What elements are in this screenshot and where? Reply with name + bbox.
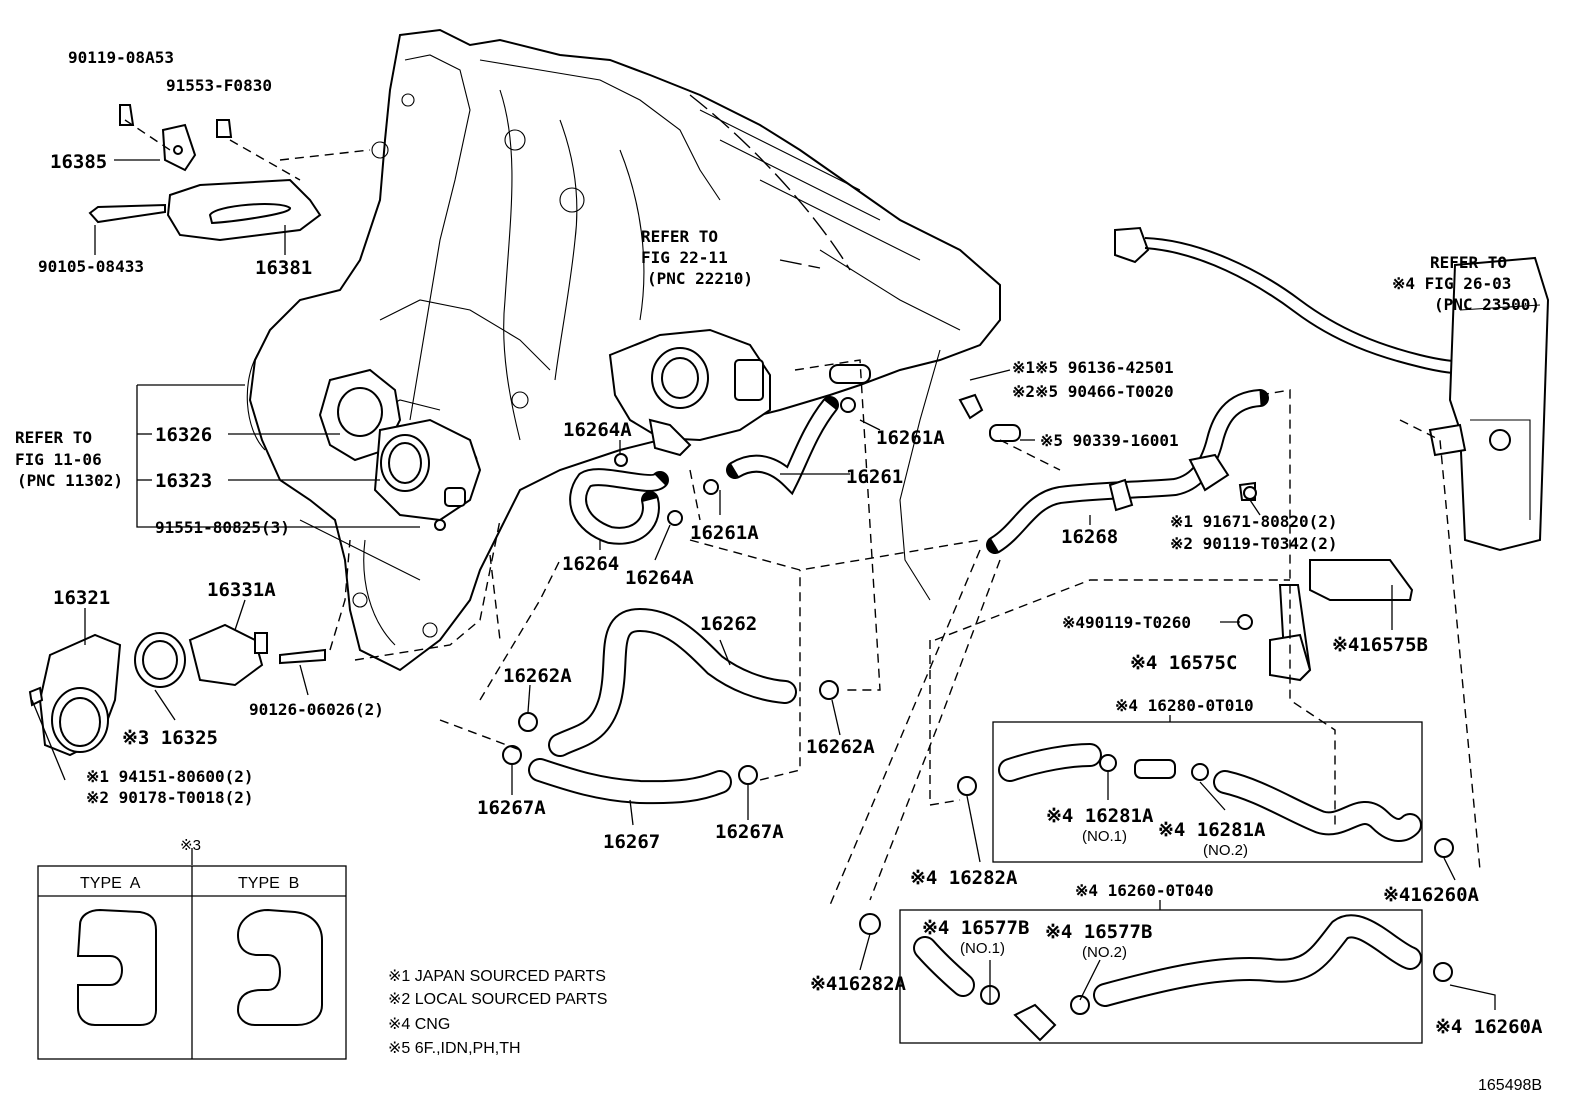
label-16575b: ※416575B (1332, 634, 1428, 656)
label-90339-16001: ※5 90339-16001 (1040, 431, 1179, 450)
label-16282a-bottom: ※416282A (810, 973, 907, 995)
label-90119-08a53: 90119-08A53 (68, 48, 174, 67)
label-16281a-no2-sub: (NO.2) (1203, 842, 1248, 859)
note-4: ※4 CNG (388, 1016, 450, 1033)
type-table-header: ※3 (180, 837, 201, 854)
note-1: ※1 JAPAN SOURCED PARTS (388, 968, 606, 985)
label-16325: ※3 16325 (122, 727, 218, 749)
label-16260a-top: ※416260A (1383, 884, 1480, 906)
ref-26-03-line2: ※4 FIG 26-03 (1392, 274, 1511, 293)
label-16575c: ※4 16575C (1130, 652, 1237, 674)
clamp-16282a-top (957, 776, 977, 796)
label-16261: 16261 (846, 466, 903, 488)
ref-11-06-line3: (PNC 11302) (17, 471, 123, 490)
relationship-lines (124, 119, 1481, 906)
clamp-16282a-bottom (859, 913, 881, 935)
label-16281a-no1-sub: (NO.1) (1082, 828, 1127, 845)
kit-16280-box (992, 721, 1423, 863)
label-16267a-right: 16267A (715, 821, 784, 843)
ref-26-03-line1: REFER TO (1430, 253, 1507, 272)
ref-22-11-line3: (PNC 22210) (647, 269, 753, 288)
label-16267a-left: 16267A (477, 797, 546, 819)
label-96136-42501: ※1※5 96136-42501 (1012, 358, 1174, 377)
label-16261a-bottom: 16261A (690, 522, 759, 544)
thermostat-drawing (28, 623, 326, 757)
label-91553-f0830: 91553-F0830 (166, 76, 272, 95)
hose-16262-drawing (502, 607, 839, 805)
label-16264: 16264 (562, 553, 619, 575)
label-90119-t0342: ※2 90119-T0342(2) (1170, 534, 1338, 553)
label-16385: 16385 (50, 151, 107, 173)
label-16262: 16262 (700, 613, 757, 635)
label-16262a-left: 16262A (503, 665, 572, 687)
label-90126-06026: 90126-06026(2) (249, 700, 384, 719)
type-b-label: TYPE B (238, 875, 299, 892)
label-16577b-no1-sub: (NO.1) (960, 940, 1005, 957)
label-90178-t0018: ※2 90178-T0018(2) (86, 788, 254, 807)
label-16381: 16381 (255, 257, 312, 279)
bracket-16575-drawing (1237, 486, 1414, 682)
ref-11-06-line1: REFER TO (15, 428, 92, 447)
clamp-16260a-top (1434, 838, 1454, 858)
ref-11-06-line2: FIG 11-06 (15, 450, 102, 469)
type-table-text: ※3 TYPE A TYPE B (80, 837, 299, 892)
ref-26-03-line3: (PNC 23500) (1434, 295, 1540, 314)
label-16261a-top: 16261A (876, 427, 945, 449)
label-16260-0t040: ※4 16260-0T040 (1075, 881, 1214, 900)
label-16264a-top: 16264A (563, 419, 632, 441)
ref-22-11-line1: REFER TO (641, 227, 718, 246)
bracket-drawing (88, 104, 322, 242)
label-91551-80825: 91551-80825(3) (155, 518, 290, 537)
label-16577b-no2-sub: (NO.2) (1082, 944, 1127, 961)
water-inlet-housing-drawing (318, 368, 482, 531)
label-16281a-no2: ※4 16281A (1158, 819, 1266, 841)
leader-lines (31, 159, 1496, 1010)
hose-16264-drawing (569, 364, 871, 545)
ref-22-11-line2: FIG 22-11 (641, 248, 728, 267)
label-16577b-no2: ※4 16577B (1045, 921, 1152, 943)
clamp-16260a-bottom (1433, 962, 1453, 982)
type-a-label: TYPE A (80, 875, 141, 892)
label-16262a-right: 16262A (806, 736, 875, 758)
label-16260a-bottom: ※4 16260A (1435, 1016, 1543, 1038)
part-number-labels: 90119-08A53 91553-F0830 16385 16381 9010… (38, 48, 1543, 1038)
label-16323: 16323 (155, 470, 212, 492)
note-2: ※2 LOCAL SOURCED PARTS (388, 991, 607, 1008)
label-16281a-no1: ※4 16281A (1046, 805, 1154, 827)
figure-id: 165498B (1478, 1077, 1542, 1094)
kit-16260-box (899, 909, 1423, 1044)
label-16326: 16326 (155, 424, 212, 446)
label-16282a-top: ※4 16282A (910, 867, 1018, 889)
label-16321: 16321 (53, 587, 110, 609)
label-16268: 16268 (1061, 526, 1118, 548)
reference-labels: REFER TO FIG 22-11 (PNC 22210) REFER TO … (15, 227, 1540, 490)
note-5: ※5 6F.,IDN,PH,TH (388, 1040, 521, 1057)
footnotes: ※1 JAPAN SOURCED PARTS ※2 LOCAL SOURCED … (388, 968, 607, 1057)
label-90466-t0020: ※2※5 90466-T0020 (1012, 382, 1174, 401)
label-91671-80820: ※1 91671-80820(2) (1170, 512, 1338, 531)
cng-regulator-drawing (1114, 226, 1550, 552)
label-16331a: 16331A (207, 579, 276, 601)
label-16267: 16267 (603, 831, 660, 853)
label-90105-08433: 90105-08433 (38, 257, 144, 276)
type-table (37, 865, 347, 1060)
throttle-body-drawing (608, 328, 771, 457)
label-94151-80600: ※1 94151-80600(2) (86, 767, 254, 786)
label-16577b-no1: ※4 16577B (922, 917, 1029, 939)
label-16264a-bottom: 16264A (625, 567, 694, 589)
label-90119-t0260: ※490119-T0260 (1062, 613, 1191, 632)
label-16280-0t010: ※4 16280-0T010 (1115, 696, 1254, 715)
